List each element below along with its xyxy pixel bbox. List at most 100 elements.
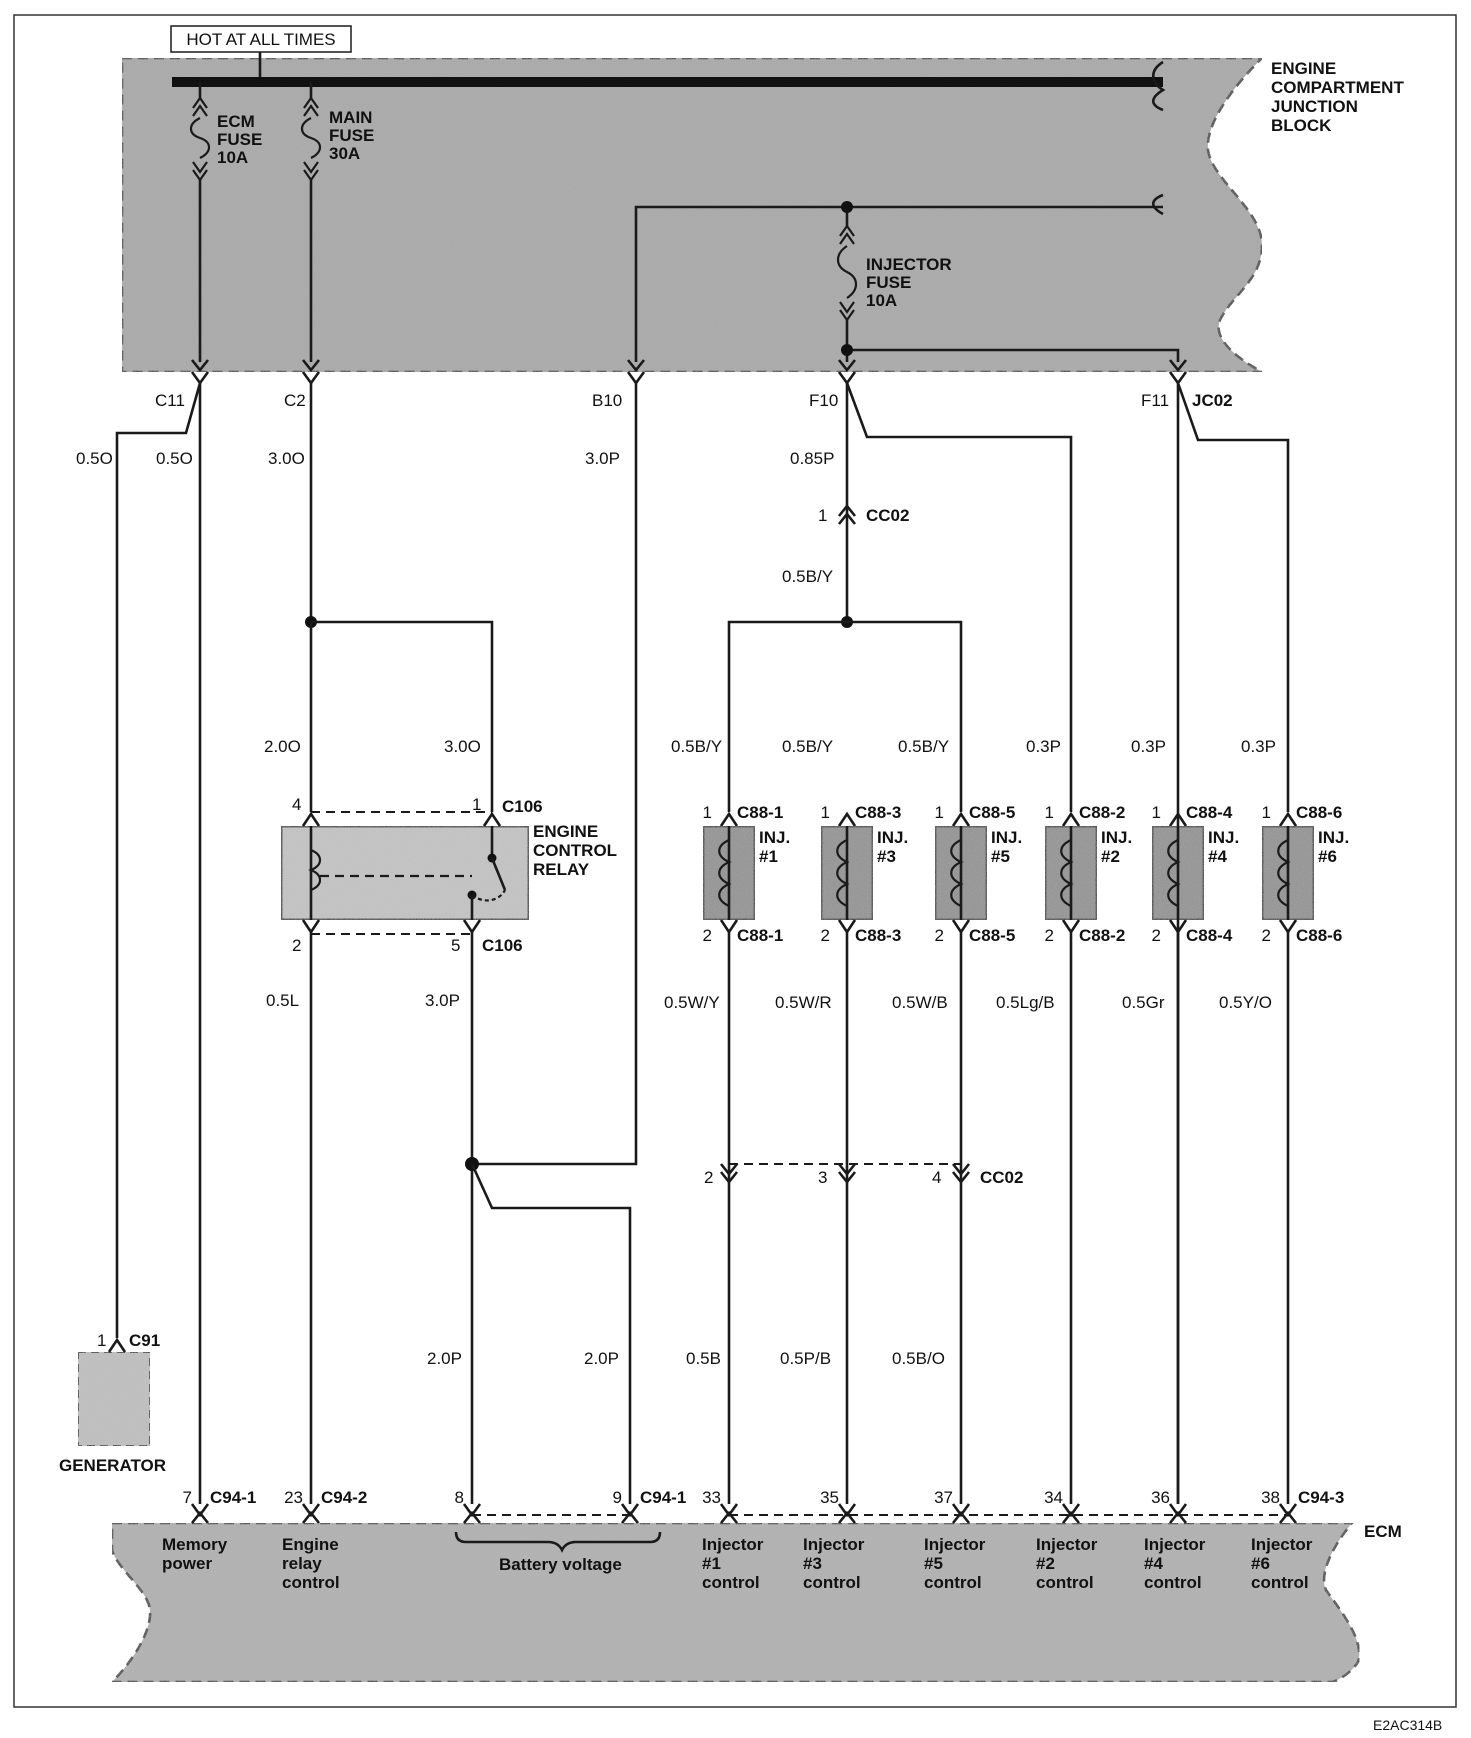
svg-text:#3: #3 bbox=[803, 1554, 822, 1573]
cc02-pin-4: 4 bbox=[932, 1168, 941, 1187]
ecm-pin-37: 37 bbox=[934, 1488, 971, 1524]
wire-color-label: 0.5O bbox=[76, 449, 113, 468]
wire-color-label: 0.3P bbox=[1131, 737, 1166, 756]
injector-pin-2: 2 bbox=[703, 926, 712, 945]
ecm-pin-connector: C94-3 bbox=[1298, 1488, 1344, 1507]
injector-connector-bottom: C88-3 bbox=[855, 926, 901, 945]
figure-code: E2AC314B bbox=[1373, 1717, 1442, 1733]
svg-text:10A: 10A bbox=[866, 291, 897, 310]
svg-text:MAIN: MAIN bbox=[329, 108, 372, 127]
relay-connector-top: C106 bbox=[502, 797, 543, 816]
injector-pin-1: 1 bbox=[703, 803, 712, 822]
svg-text:10A: 10A bbox=[217, 148, 248, 167]
svg-text:#5: #5 bbox=[924, 1554, 943, 1573]
ecm-function-engine-relay-control: Engine relay control bbox=[282, 1535, 340, 1592]
ecm-label: ECM bbox=[1364, 1522, 1402, 1541]
ecm-block bbox=[108, 1521, 1361, 1684]
wire-color-label: 0.5B/Y bbox=[782, 567, 833, 586]
ecm-fuse-label: ECM FUSE 10A bbox=[217, 112, 262, 167]
ecm-function-injector-2: Injector #2 control bbox=[1036, 1535, 1098, 1592]
svg-text:Engine: Engine bbox=[282, 1535, 339, 1554]
ecm-pin-33: 33 bbox=[702, 1488, 739, 1524]
ecm-pin-number: 34 bbox=[1044, 1488, 1063, 1507]
main-fuse bbox=[300, 82, 322, 362]
ecm-pin-number: 8 bbox=[455, 1488, 464, 1507]
generator-body bbox=[77, 1351, 151, 1447]
injector-connector-bottom: C88-5 bbox=[969, 926, 1015, 945]
svg-text:BLOCK: BLOCK bbox=[1271, 116, 1332, 135]
svg-text:FUSE: FUSE bbox=[866, 273, 911, 292]
page-frame bbox=[13, 14, 1457, 1708]
wire-color-label: 3.0O bbox=[444, 737, 481, 756]
wire-color-label: 2.0P bbox=[584, 1349, 619, 1368]
wire-color-label: 0.3P bbox=[1026, 737, 1061, 756]
injector-pin-1: 1 bbox=[935, 803, 944, 822]
injector-connector-bottom: C88-1 bbox=[737, 926, 783, 945]
injector-pin-2: 2 bbox=[821, 926, 830, 945]
wire-color-label: 3.0P bbox=[585, 449, 620, 468]
injector-pin-1: 1 bbox=[1262, 803, 1271, 822]
injector-pin-2: 2 bbox=[1262, 926, 1271, 945]
injector-pin-2: 2 bbox=[1152, 926, 1161, 945]
relay-label: ENGINE CONTROL RELAY bbox=[533, 822, 617, 879]
injector-number: #1 bbox=[759, 847, 778, 866]
wire-color-label: 3.0O bbox=[268, 449, 305, 468]
svg-text:COMPARTMENT: COMPARTMENT bbox=[1271, 78, 1404, 97]
svg-text:ENGINE: ENGINE bbox=[1271, 59, 1336, 78]
hot-at-all-times-label: HOT AT ALL TIMES bbox=[186, 30, 335, 49]
wire-color-label: 0.5B/Y bbox=[898, 737, 949, 756]
svg-text:control: control bbox=[924, 1573, 982, 1592]
wire-color-label: 2.0P bbox=[427, 1349, 462, 1368]
svg-text:FUSE: FUSE bbox=[217, 130, 262, 149]
injector-pin-2: 2 bbox=[935, 926, 944, 945]
hot-at-all-times-frame bbox=[170, 25, 352, 53]
injector-connector-top: C88-4 bbox=[1186, 803, 1233, 822]
injector-connector-bottom: C88-6 bbox=[1296, 926, 1342, 945]
wire-color-label: 0.5B/Y bbox=[782, 737, 833, 756]
wire-color-label: 0.5W/R bbox=[775, 993, 832, 1012]
injector-label: INJ. bbox=[877, 828, 908, 847]
ecm-pin-8: 8 bbox=[455, 1488, 482, 1524]
relay-pin-4: 4 bbox=[292, 795, 301, 814]
ecm-pin-35: 35 bbox=[820, 1488, 857, 1524]
cc02-top-connector: CC02 bbox=[866, 506, 909, 525]
jb-connector-arrows bbox=[190, 359, 1188, 386]
jb-connector-c11: C11 bbox=[155, 391, 185, 410]
svg-text:ENGINE: ENGINE bbox=[533, 822, 598, 841]
svg-text:control: control bbox=[803, 1573, 861, 1592]
generator-pin: 1 bbox=[97, 1331, 106, 1350]
wire-color-label: 0.5W/Y bbox=[664, 993, 720, 1012]
ecm-function-injector-5: Injector #5 control bbox=[924, 1535, 986, 1592]
injector-pin-1: 1 bbox=[1045, 803, 1054, 822]
ecm-pin-connector: C94-1 bbox=[210, 1488, 256, 1507]
injector-fuse-label: INJECTOR FUSE 10A bbox=[866, 255, 952, 310]
generator-label: GENERATOR bbox=[59, 1456, 166, 1475]
svg-text:#6: #6 bbox=[1251, 1554, 1270, 1573]
svg-text:control: control bbox=[1036, 1573, 1094, 1592]
wire-color-label: 3.0P bbox=[425, 991, 460, 1010]
injector-label: INJ. bbox=[1208, 828, 1239, 847]
ecm-pin-connector: C94-2 bbox=[321, 1488, 367, 1507]
svg-text:Injector: Injector bbox=[1036, 1535, 1098, 1554]
svg-text:CONTROL: CONTROL bbox=[533, 841, 617, 860]
cc02-lower-label: CC02 bbox=[980, 1168, 1023, 1187]
wire-color-label: 2.0O bbox=[264, 737, 301, 756]
ecm-pin-number: 38 bbox=[1261, 1488, 1280, 1507]
svg-text:Injector: Injector bbox=[1251, 1535, 1313, 1554]
svg-text:Injector: Injector bbox=[803, 1535, 865, 1554]
svg-text:control: control bbox=[282, 1573, 340, 1592]
ecm-pin-number: 37 bbox=[934, 1488, 953, 1507]
wire-color-label: 0.5L bbox=[266, 991, 299, 1010]
injector-number: #3 bbox=[877, 847, 896, 866]
svg-text:Injector: Injector bbox=[924, 1535, 986, 1554]
splice-point bbox=[841, 344, 853, 356]
svg-text:relay: relay bbox=[282, 1554, 322, 1573]
